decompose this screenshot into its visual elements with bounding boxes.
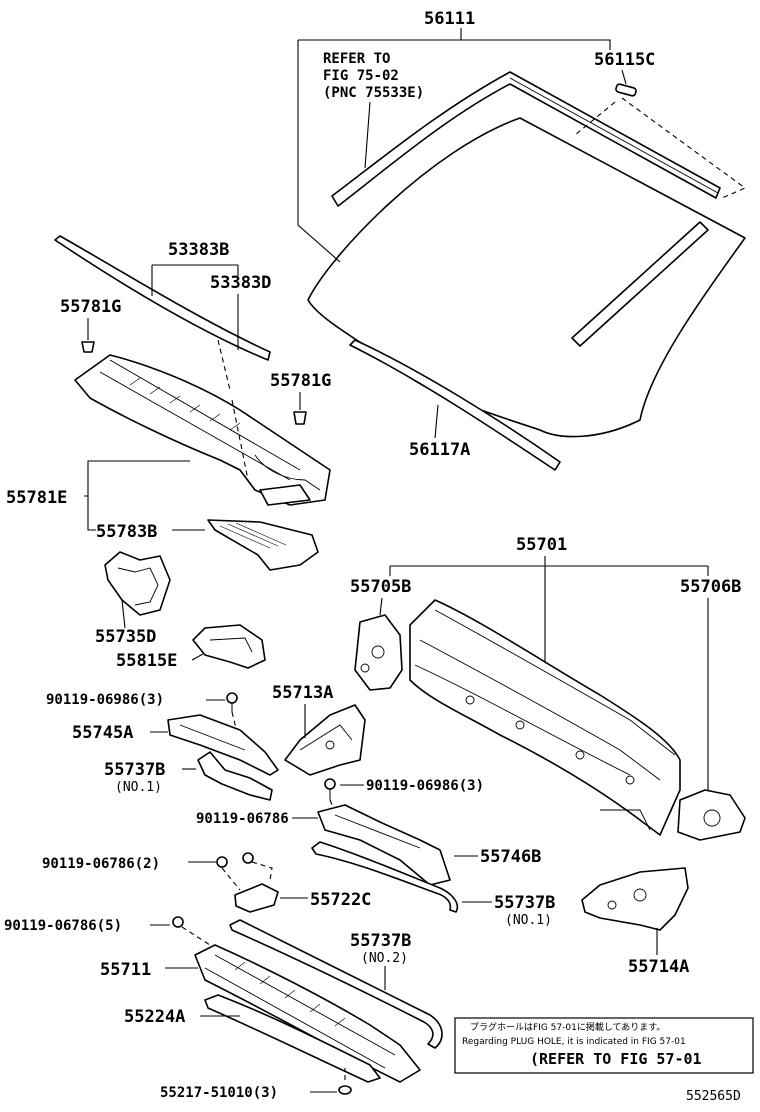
reinforcement-55745a (167, 714, 279, 776)
label-56115c: 56115C (594, 50, 655, 70)
label-55722c: 55722C (310, 890, 371, 910)
label-55706b: 55706B (680, 577, 741, 597)
label-55714a: 55714A (628, 957, 689, 977)
windshield-side-molding (571, 221, 709, 347)
label-55783b: 55783B (96, 522, 157, 542)
label-55711: 55711 (100, 960, 151, 980)
label-90119-06786-5: 90119-06786(5) (4, 918, 122, 934)
windshield-lower-weatherstrip (349, 339, 561, 471)
label-55713a: 55713A (272, 683, 333, 703)
cowl-seal-55783b (207, 519, 319, 571)
label-90119-06986-b: 90119-06986(3) (366, 778, 484, 794)
bracket-55705b (354, 614, 403, 691)
bolt-90119-06786-2a (216, 856, 228, 868)
bracket-55714a (581, 867, 689, 931)
seal-55735d (104, 551, 171, 616)
reinforcement-55746b (317, 804, 451, 886)
label-55815e: 55815E (116, 651, 177, 671)
note-english: Regarding PLUG HOLE, it is indicated in … (462, 1037, 686, 1047)
seal-55815e (192, 624, 266, 669)
clip-56115c (615, 83, 637, 97)
label-55737b-b: 55737B (494, 893, 555, 913)
seal-55224a (204, 994, 381, 1083)
windshield-upper-molding (331, 71, 721, 207)
bracket-55722c (234, 883, 279, 913)
seal-55737b-a (197, 751, 273, 801)
label-55737b-c-sub: (NO.2) (361, 951, 408, 966)
note-japanese: プラグホールはFIG 57-01に掲載してあります。 (470, 1021, 665, 1033)
label-90119-06986-a: 90119-06986(3) (46, 692, 164, 708)
label-55737b-b-sub: (NO.1) (505, 913, 552, 928)
label-55217-51010: 55217-51010(3) (160, 1085, 278, 1101)
bolt-90119-06786-2b (242, 852, 254, 864)
clip-55217-51010 (338, 1085, 352, 1095)
figure-code: 552565D (686, 1089, 741, 1104)
refer-line-3: (PNC 75533E) (323, 85, 424, 101)
label-56117a: 56117A (409, 440, 470, 460)
bracket-55713a (284, 704, 366, 776)
dash-panel-55701 (409, 599, 681, 836)
label-53383d: 53383D (210, 273, 271, 293)
label-90119-06786: 90119-06786 (196, 811, 289, 827)
cowl-panel-55711 (194, 944, 421, 1083)
bolt-90119-06986-a (226, 692, 238, 712)
note-box: プラグホールはFIG 57-01に掲載してあります。 Regarding PLU… (454, 1017, 754, 1074)
refer-line-1: REFER TO (323, 51, 390, 67)
label-90119-06786-2: 90119-06786(2) (42, 856, 160, 872)
label-55705b: 55705B (350, 577, 411, 597)
clip-55781g-a (81, 341, 95, 353)
label-55781e: 55781E (6, 488, 67, 508)
label-56111: 56111 (424, 9, 475, 29)
label-55745a: 55745A (72, 723, 133, 743)
label-55735d: 55735D (95, 627, 156, 647)
label-55737b-a: 55737B (104, 760, 165, 780)
label-55746b: 55746B (480, 847, 541, 867)
label-55701: 55701 (516, 535, 567, 555)
bolt-90119-06786-5 (172, 916, 184, 928)
label-55224a: 55224A (124, 1007, 185, 1027)
label-55781g-b: 55781G (270, 371, 331, 391)
label-55737b-c: 55737B (350, 931, 411, 951)
cowl-top-louver (74, 354, 331, 506)
seal-55737b-c (229, 919, 443, 1049)
label-53383b: 53383B (168, 240, 229, 260)
note-refer: (REFER TO FIG 57-01 (530, 1050, 702, 1068)
label-55781g-a: 55781G (60, 297, 121, 317)
bracket-55706b (677, 789, 746, 841)
clip-55781g-b (293, 411, 307, 425)
label-55737b-a-sub: (NO.1) (115, 780, 162, 795)
seal-55737b-b (311, 841, 459, 913)
bolt-90119-06986-b (324, 778, 336, 800)
weatherstrip-53383b (54, 235, 271, 361)
refer-line-2: FIG 75-02 (323, 68, 399, 84)
